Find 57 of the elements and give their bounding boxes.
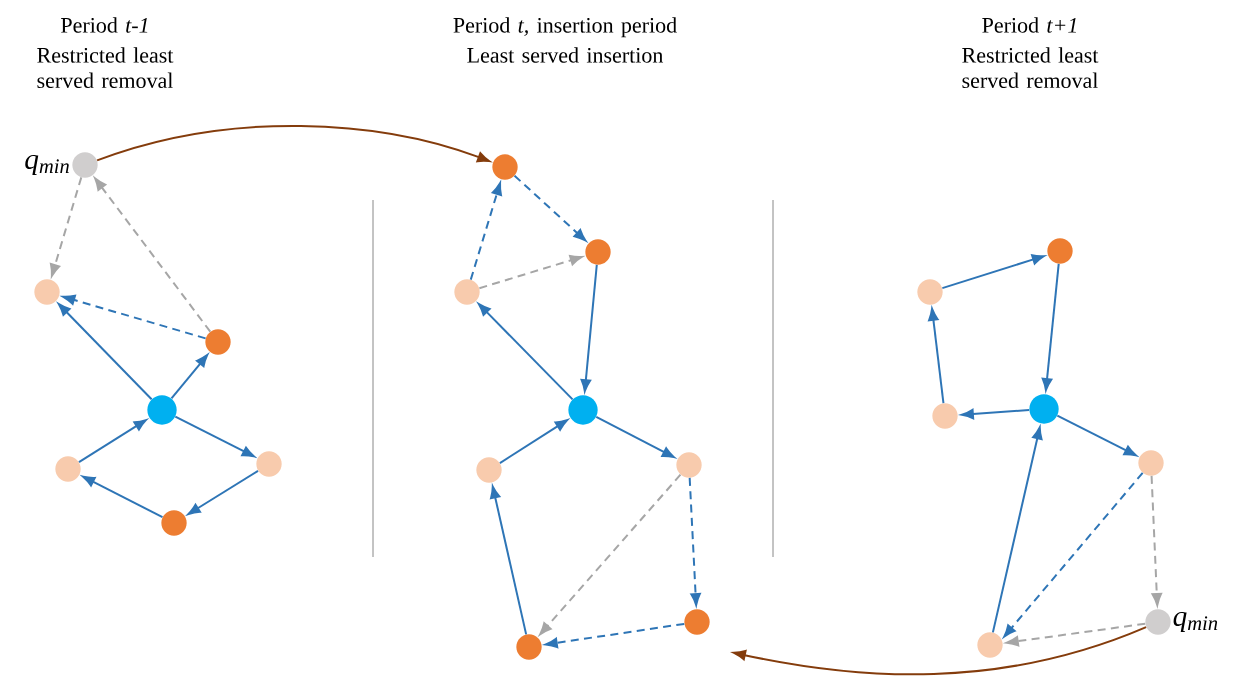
- circle-node: [585, 239, 611, 265]
- arrow: [490, 485, 528, 636]
- heading: Period t-1: [61, 17, 148, 33]
- arrow: [991, 426, 1043, 634]
- arrow: [688, 476, 701, 606]
- circle-node: [568, 395, 598, 425]
- arrow: [77, 419, 147, 464]
- arrow: [1056, 414, 1137, 457]
- circle-node: [161, 510, 187, 536]
- arrow: [498, 419, 568, 465]
- heading: Period t+1: [982, 17, 1076, 33]
- arrow: [57, 303, 153, 401]
- heading: Restricted least served removal: [37, 47, 174, 89]
- circle-node: [256, 451, 282, 477]
- arrow: [174, 415, 255, 458]
- circle-node: [1138, 450, 1164, 476]
- circle-node: [205, 329, 231, 355]
- arrow: [170, 354, 209, 400]
- arrow: [82, 475, 164, 519]
- circle-node: [34, 279, 60, 305]
- arrow: [469, 182, 502, 281]
- node-label: q$_{min}$: [25, 154, 69, 176]
- arrow: [477, 303, 574, 401]
- arrow: [544, 622, 686, 649]
- arrow: [1005, 622, 1147, 647]
- arrow: [94, 177, 212, 333]
- arrow: [1041, 262, 1060, 392]
- arrow: [62, 294, 207, 340]
- arrow: [928, 307, 945, 405]
- heading: Period t, insertion period: [453, 17, 677, 38]
- arrow: [513, 174, 587, 242]
- arrow: [733, 626, 1148, 676]
- circle-node: [147, 395, 177, 425]
- arrow: [595, 415, 675, 459]
- circle-node: [676, 452, 702, 478]
- circle-node: [917, 279, 943, 305]
- circle-node: [492, 154, 518, 180]
- heading: Least served insertion: [467, 47, 664, 63]
- node-label: q$_{min}$: [1173, 611, 1218, 633]
- arrow: [478, 255, 583, 290]
- arrow: [539, 473, 682, 636]
- circle-node: [1047, 238, 1073, 264]
- heading: Restricted least served removal: [962, 47, 1099, 89]
- arrow: [187, 469, 259, 515]
- circle-node: [454, 279, 480, 305]
- circle-node: [476, 457, 502, 483]
- arrow: [961, 408, 1031, 420]
- arrow: [941, 254, 1045, 290]
- arrow: [49, 176, 83, 277]
- circle-node: [932, 403, 958, 429]
- arrow: [96, 124, 491, 163]
- circle-node: [684, 609, 710, 635]
- circle-node: [977, 632, 1003, 658]
- arrow: [1003, 471, 1144, 638]
- circle-node: [1029, 394, 1059, 424]
- circle-node: [55, 456, 81, 482]
- circle-node: [516, 634, 542, 660]
